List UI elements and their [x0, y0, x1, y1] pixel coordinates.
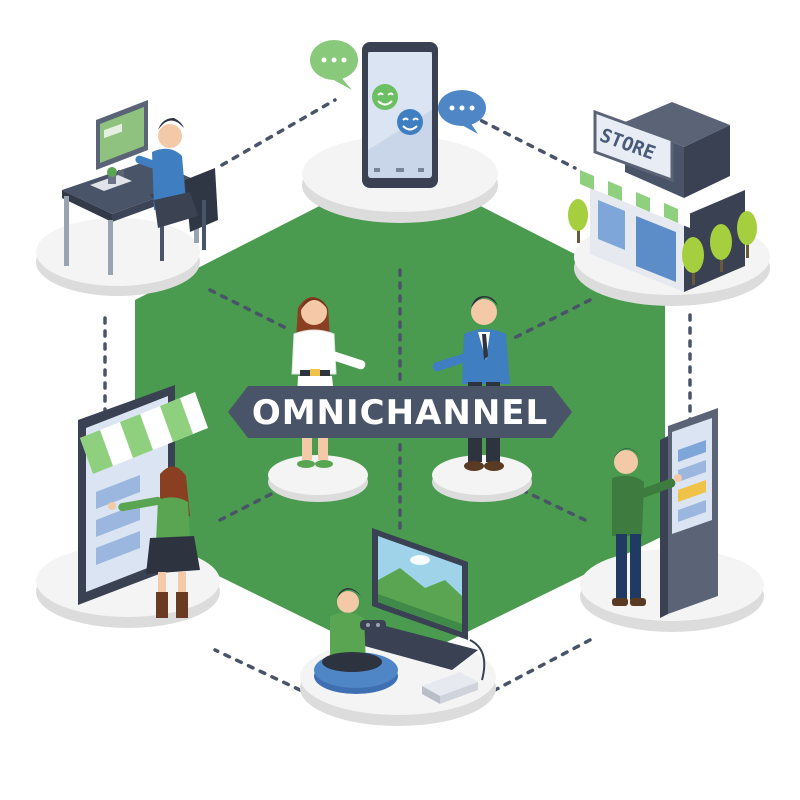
chat-bubble-blue-icon [438, 90, 486, 134]
tv-gaming-icon [314, 528, 486, 704]
connector-kiosk-gaming [493, 638, 592, 692]
self-service-kiosk-icon [612, 408, 718, 618]
connector-mobile-store [468, 113, 577, 170]
connector-gaming-tablet [213, 648, 302, 692]
tablet-shop-icon [78, 385, 208, 618]
woman-shopper-figure [108, 466, 200, 618]
gamer-figure [322, 588, 386, 672]
smartphone-chat-icon [310, 40, 486, 188]
connector-desktop-mobile [220, 98, 337, 167]
center-label: OMNICHANNEL [252, 393, 548, 433]
platform-woman [268, 455, 368, 502]
platform-man [432, 455, 532, 502]
spoke-store [508, 298, 592, 342]
spoke-desktop [208, 288, 292, 332]
platform-desktop [36, 218, 200, 296]
spoke-kiosk [503, 480, 587, 522]
chat-bubble-green-icon [310, 40, 358, 90]
kiosk-user-figure [612, 448, 682, 606]
retail-store-icon: STORE [568, 102, 757, 292]
bush-icon [568, 199, 757, 285]
desktop-computer-user-icon [62, 100, 218, 275]
center-banner: OMNICHANNEL [228, 386, 572, 438]
